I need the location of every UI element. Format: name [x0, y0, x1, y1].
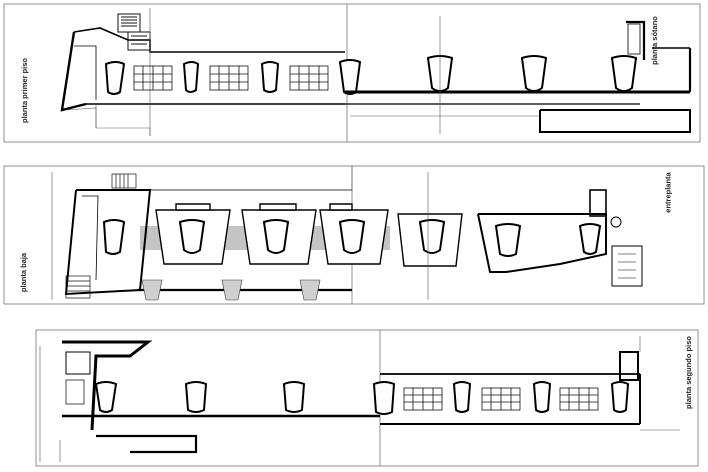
capsule-pods-first-floor: [104, 55, 638, 95]
panel-second-floor: [35, 329, 699, 467]
capsule-pods-second-left: [184, 381, 396, 415]
building-second-left: [62, 340, 380, 454]
panel-ground-floor: [3, 165, 705, 305]
dimension-lines-top: [95, 8, 540, 136]
corridor-right-first-floor: [345, 20, 692, 133]
label-ground-floor: planta baja: [19, 252, 29, 293]
building-outline-left: [60, 27, 345, 136]
ramps-ground: [141, 279, 321, 301]
dimension-lines-bottom: [39, 336, 680, 462]
panel-frame: [35, 329, 699, 467]
window-grids-first-floor: [133, 65, 329, 91]
label-mezzanine: entreplanta: [663, 172, 673, 213]
window-grids-second-floor: [403, 387, 599, 411]
label-basement: planta sótano: [649, 16, 659, 65]
label-first-floor: planta primer piso: [20, 57, 30, 124]
panel-frame: [3, 3, 701, 143]
mezzanine-right: [477, 189, 643, 287]
capsules-in-pods: [178, 219, 446, 254]
label-second-floor: planta segundo piso: [683, 336, 693, 409]
panel-frame: [3, 165, 705, 305]
building-second-right: [380, 351, 641, 425]
dimension-lines-middle: [51, 166, 429, 300]
capsule-pods-second-right: [452, 381, 630, 413]
panel-first-floor: [3, 3, 701, 143]
stair-core-left: [117, 13, 151, 51]
